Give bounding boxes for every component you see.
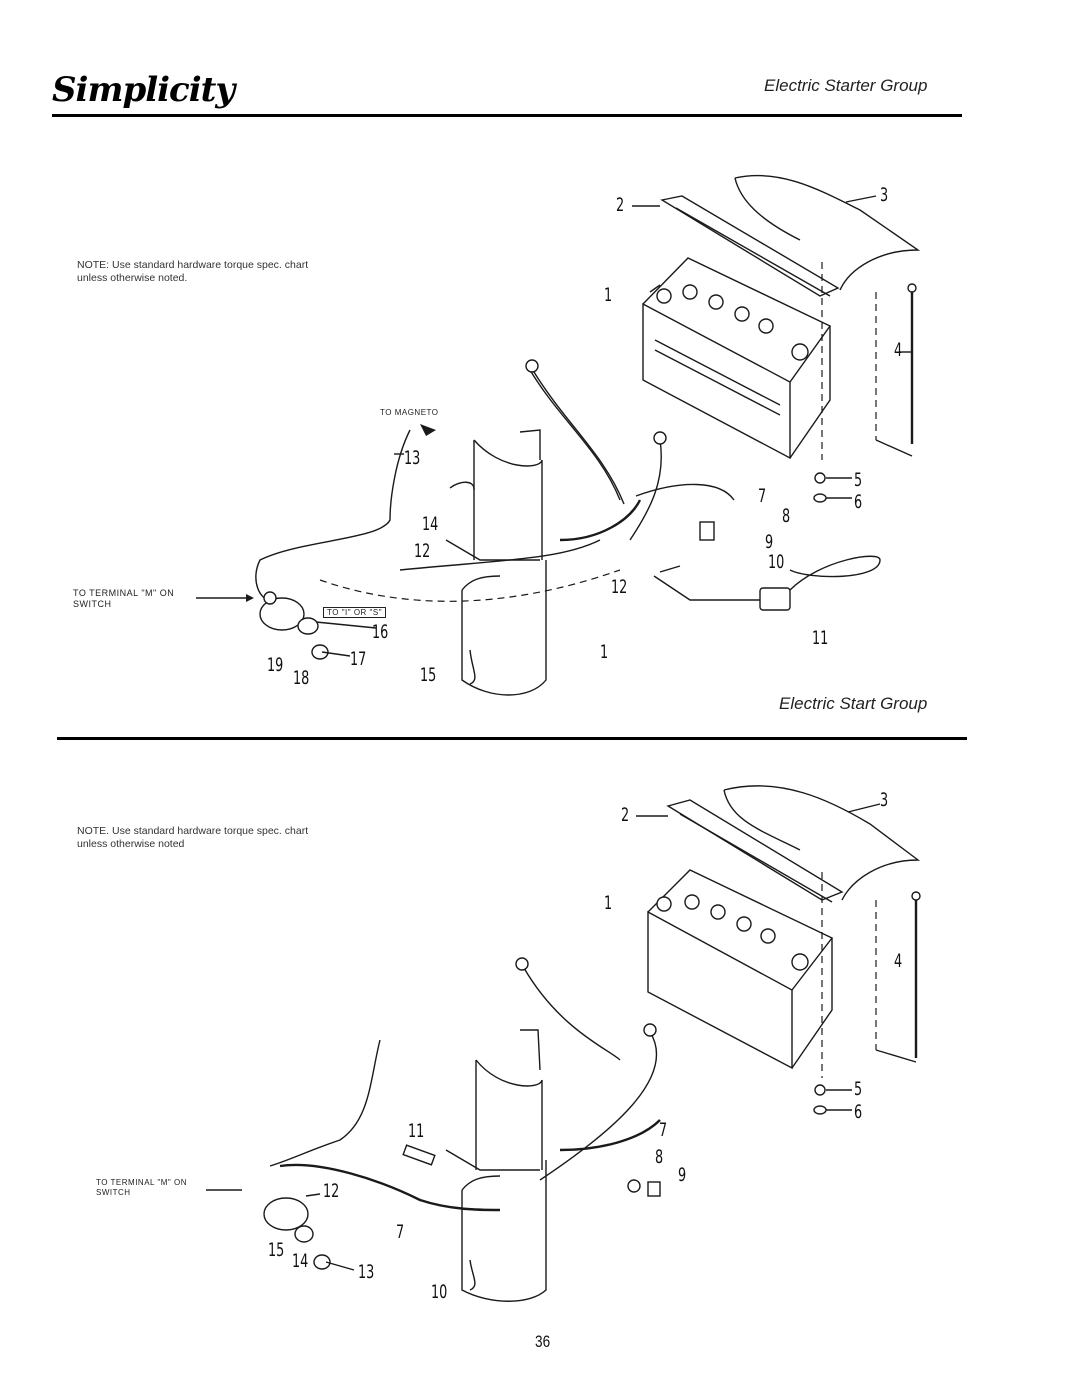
callout-top: 1 bbox=[600, 641, 609, 663]
callout-top: 9 bbox=[765, 531, 774, 553]
callout-bottom: 7 bbox=[659, 1119, 668, 1141]
callout-bottom: 13 bbox=[358, 1261, 375, 1283]
callout-top: 18 bbox=[293, 667, 310, 689]
callout-top: 14 bbox=[422, 513, 439, 535]
callout-top: 3 bbox=[880, 184, 889, 206]
section-title-bottom: Electric Start Group bbox=[779, 694, 928, 713]
mid-rule bbox=[57, 737, 967, 740]
callout-top: 1 bbox=[604, 284, 613, 306]
callout-bottom: 12 bbox=[323, 1180, 340, 1202]
callout-top: 10 bbox=[768, 551, 785, 573]
callout-bottom: 11 bbox=[408, 1120, 425, 1142]
callout-top: 7 bbox=[758, 485, 767, 507]
callout-bottom: 6 bbox=[854, 1101, 863, 1123]
callout-bottom: 3 bbox=[880, 789, 889, 811]
hold-down-bar-bottom bbox=[636, 799, 844, 903]
callout-bottom: 10 bbox=[431, 1281, 448, 1303]
callout-top: 12 bbox=[611, 576, 628, 598]
callout-top: 15 bbox=[420, 664, 437, 686]
label-to-magneto: TO MAGNETO bbox=[380, 408, 439, 417]
callout-top: 6 bbox=[854, 491, 863, 513]
battery-top bbox=[642, 257, 832, 460]
rods-bottom bbox=[813, 872, 921, 1115]
brand-logo: Simplicity bbox=[52, 70, 235, 110]
starter-motor-top bbox=[445, 429, 547, 696]
note-bottom: NOTE. Use standard hardware torque spec.… bbox=[77, 825, 309, 850]
harness-bottom bbox=[269, 957, 661, 1212]
callout-bottom: 8 bbox=[655, 1146, 664, 1168]
starter-motor-bottom bbox=[445, 1029, 547, 1302]
callout-top: 11 bbox=[812, 627, 829, 649]
label-to-terminal-top: TO TERMINAL "M" ON SWITCH bbox=[73, 588, 175, 609]
section-title-top: Electric Starter Group bbox=[764, 76, 928, 95]
callout-bottom: 2 bbox=[621, 804, 630, 826]
callout-bottom: 5 bbox=[854, 1078, 863, 1100]
callout-top: 13 bbox=[404, 447, 421, 469]
callout-top: 2 bbox=[616, 194, 625, 216]
harness-top bbox=[319, 359, 881, 611]
callout-top: 8 bbox=[782, 505, 791, 527]
cover-sheet-top bbox=[734, 174, 921, 291]
battery-bottom bbox=[647, 869, 834, 1070]
callout-bottom: 15 bbox=[268, 1239, 285, 1261]
label-to-terminal-bottom: TO TERMINAL "M" ON SWITCH bbox=[96, 1178, 187, 1197]
callout-top: 12 bbox=[414, 540, 431, 562]
callout-bottom: 7 bbox=[396, 1221, 405, 1243]
callout-bottom: 9 bbox=[678, 1164, 687, 1186]
callout-top: 19 bbox=[267, 654, 284, 676]
magneto-lead-top bbox=[255, 424, 436, 601]
callout-bottom: 4 bbox=[894, 950, 903, 972]
note-top: NOTE: Use standard hardware torque spec.… bbox=[77, 259, 309, 284]
callout-bottom: 14 bbox=[292, 1250, 309, 1272]
callout-top: 4 bbox=[894, 339, 903, 361]
hold-down-bar-top bbox=[632, 195, 840, 297]
header-rule bbox=[52, 114, 962, 117]
callout-top: 16 bbox=[372, 621, 389, 643]
callout-top: 5 bbox=[854, 469, 863, 491]
page-number: 36 bbox=[535, 1332, 551, 1351]
callout-top: 17 bbox=[350, 648, 367, 670]
key-switch-bottom bbox=[206, 1189, 355, 1271]
label-to-i-or-s: TO "I" OR "S" bbox=[323, 607, 387, 618]
key-switch-top bbox=[196, 591, 377, 660]
callout-bottom: 1 bbox=[604, 892, 613, 914]
cover-sheet-bottom bbox=[723, 785, 921, 901]
rods-top bbox=[813, 262, 917, 503]
